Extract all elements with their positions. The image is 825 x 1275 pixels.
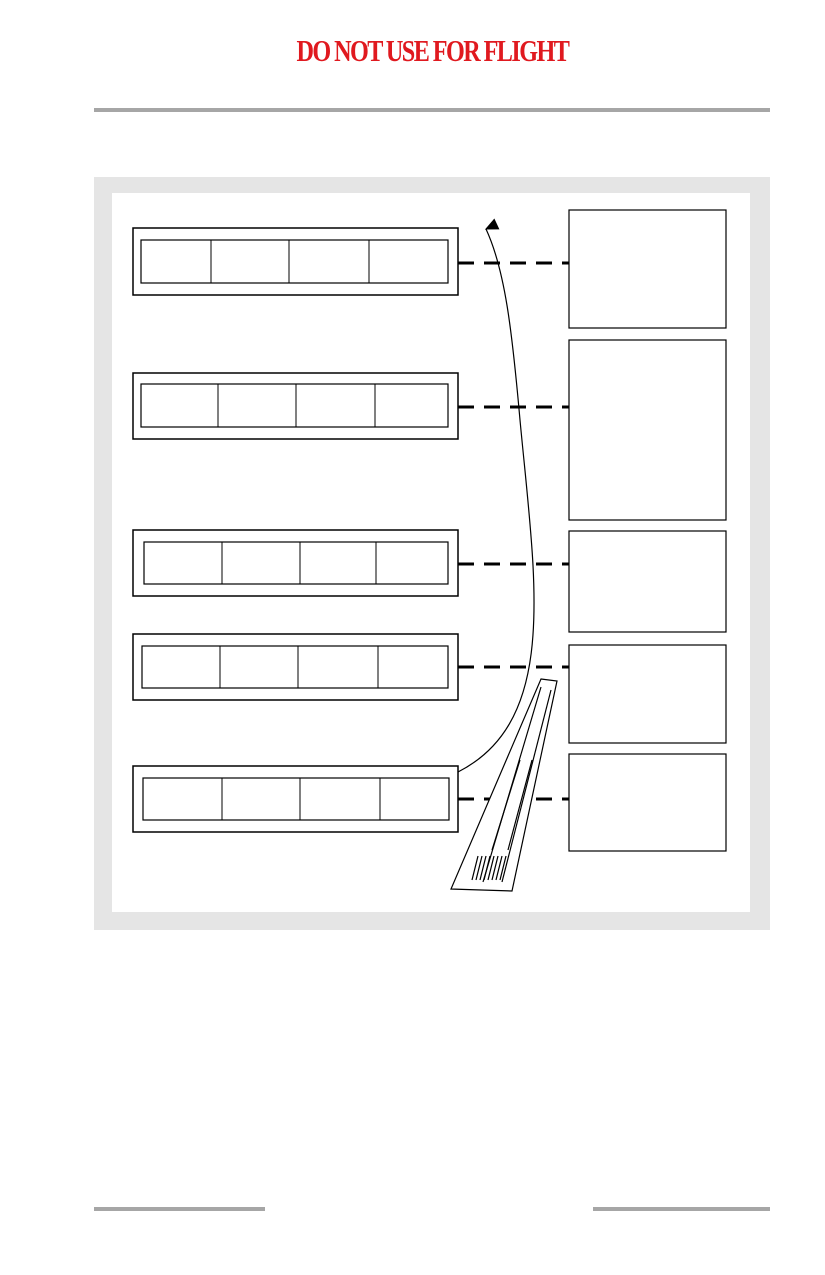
callout-box-2 [568, 339, 727, 521]
header-rule [94, 108, 770, 112]
footer-rule-right [593, 1207, 770, 1211]
display-row-5 [132, 765, 459, 833]
footer-rule-left [94, 1207, 265, 1211]
callout-box-4 [568, 644, 727, 744]
display-row-3 [132, 529, 459, 597]
do-not-use-warning: DO NOT USE FOR FLIGHT [296, 33, 569, 68]
callout-box-3 [568, 530, 727, 633]
display-row-2 [132, 372, 459, 440]
callout-box-5 [568, 753, 727, 852]
display-row-1 [132, 227, 459, 296]
callout-box-1 [568, 209, 727, 329]
curved-arrow-up-icon [457, 218, 535, 773]
figure-canvas [112, 193, 750, 912]
runway-strip-icon [450, 678, 558, 892]
leader-lines [458, 261, 569, 801]
display-row-4 [132, 633, 459, 701]
